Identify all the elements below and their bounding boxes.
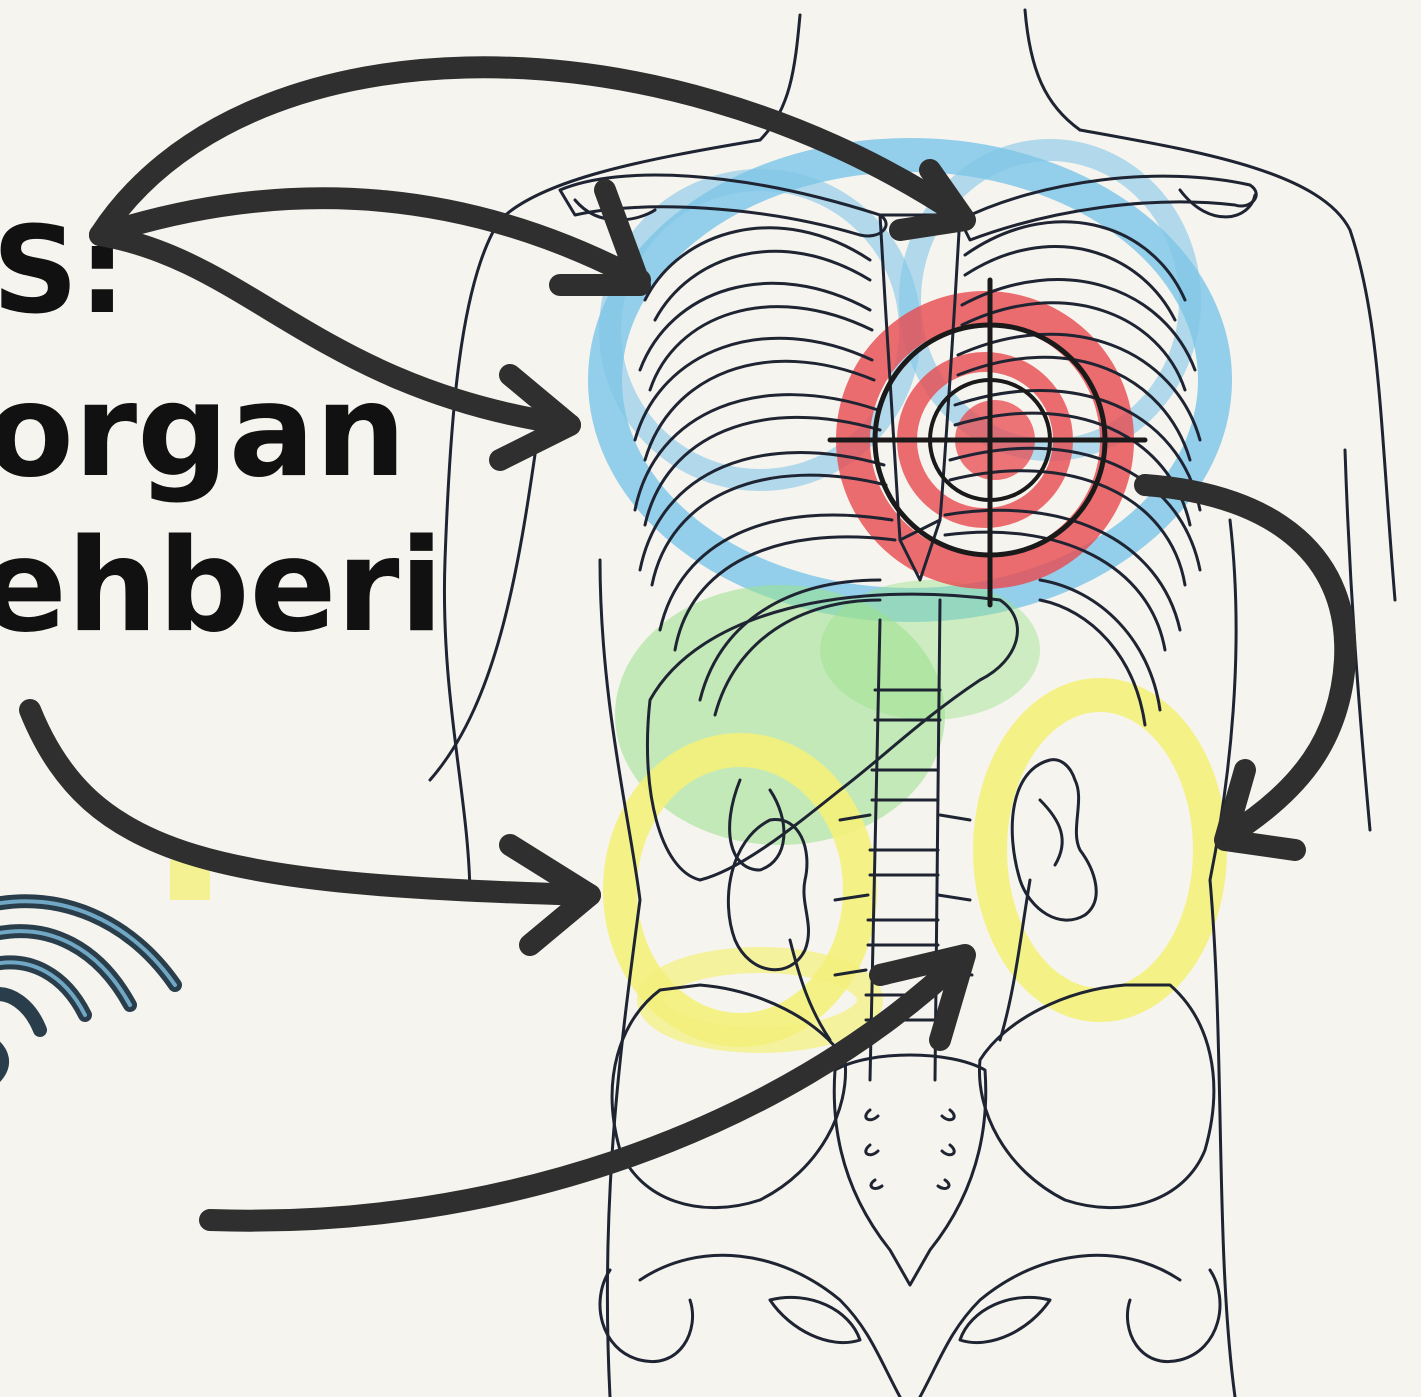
title-line-2: organ xyxy=(0,357,406,506)
title-line-3: ehberi xyxy=(0,512,443,661)
